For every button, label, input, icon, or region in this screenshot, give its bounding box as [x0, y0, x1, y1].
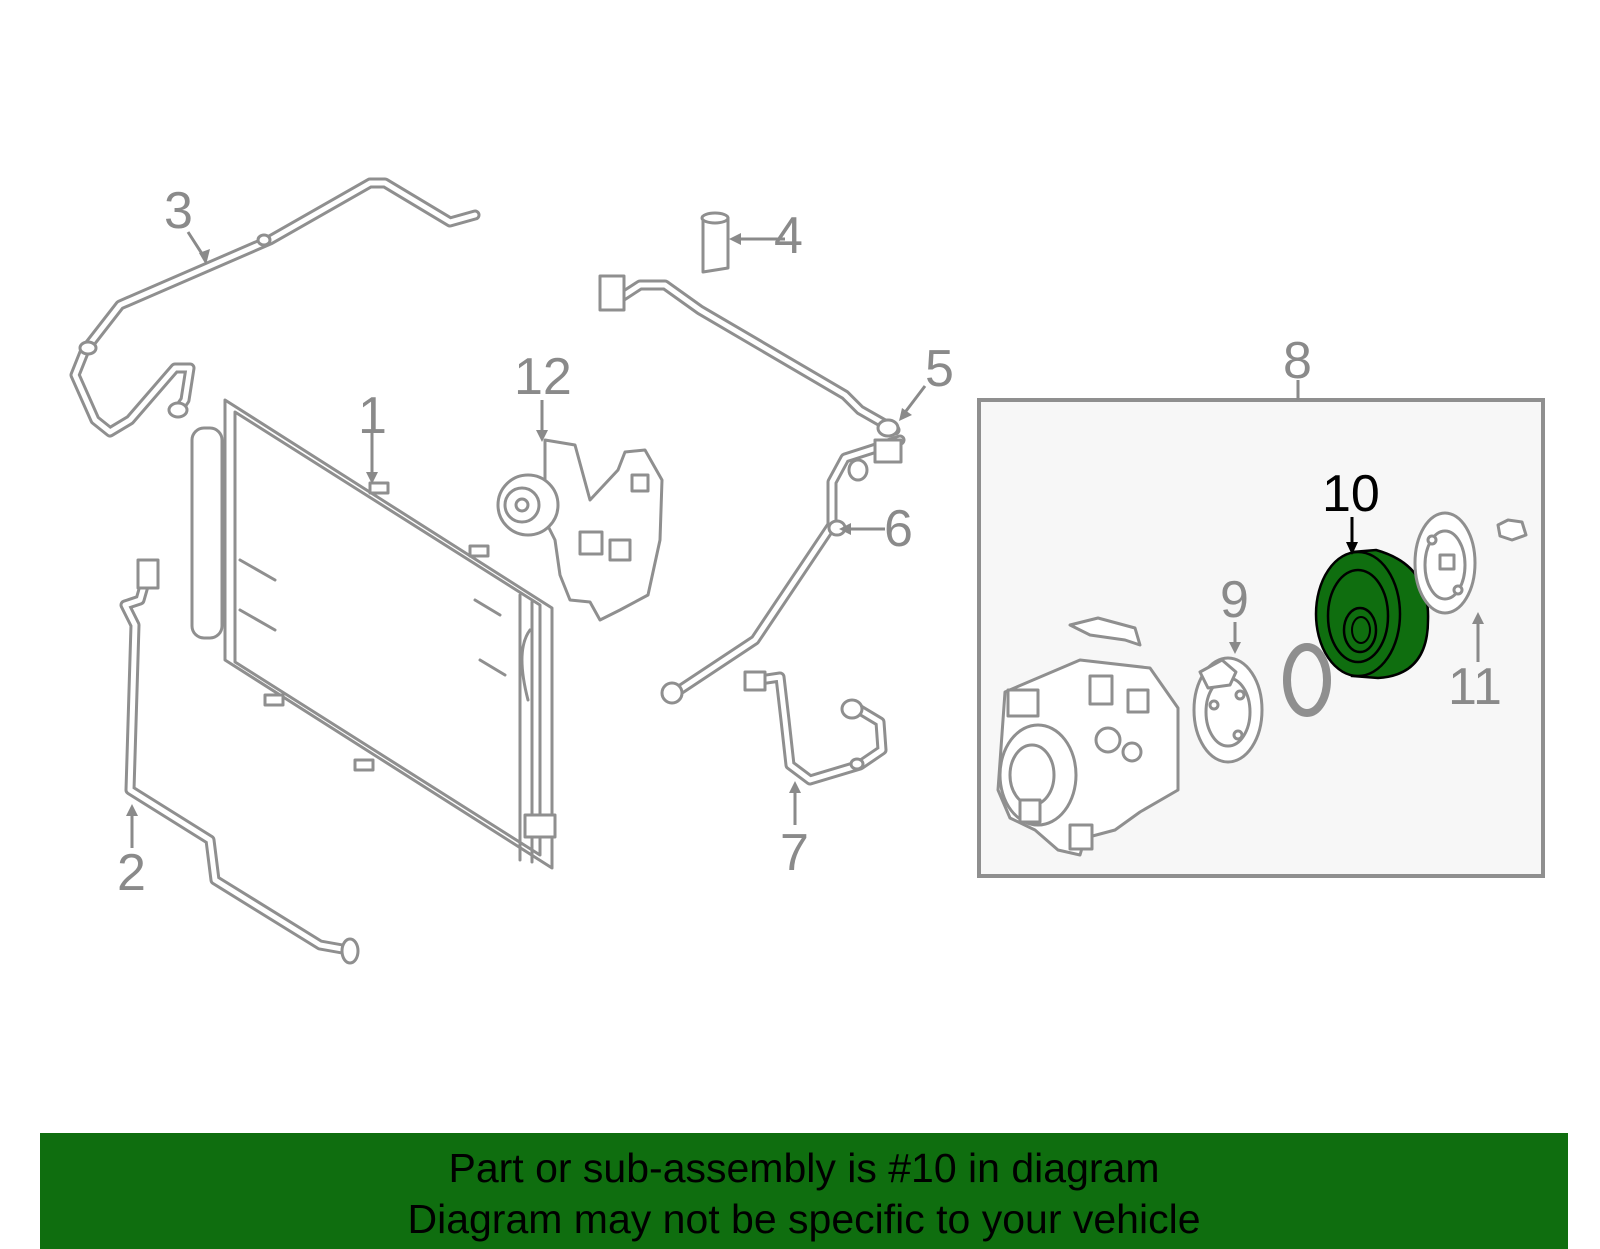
part-2-pipe[interactable] [119, 558, 360, 965]
part-5-pipe[interactable] [598, 274, 901, 438]
banner-line-part: Part or sub-assembly is #10 in diagram [448, 1145, 1160, 1191]
callout-5[interactable]: 5 [925, 340, 954, 398]
callout-2[interactable]: 2 [117, 844, 146, 902]
callout-1[interactable]: 1 [358, 387, 387, 445]
compressor-body[interactable] [996, 616, 1180, 857]
callout-12[interactable]: 12 [514, 348, 572, 406]
callout-8[interactable]: 8 [1283, 332, 1312, 390]
callout-6[interactable]: 6 [884, 500, 913, 558]
leader-arrows [126, 231, 1484, 848]
info-banner: Part or sub-assembly is #10 in diagram D… [40, 1133, 1568, 1249]
callout-11[interactable]: 11 [1448, 658, 1502, 716]
callout-7[interactable]: 7 [780, 824, 809, 882]
part-3-pipe[interactable] [69, 177, 481, 438]
snap-ring[interactable] [1283, 643, 1331, 717]
part-1-condenser[interactable] [190, 398, 557, 870]
part-4-drier[interactable] [700, 211, 730, 274]
part-12-bracket[interactable] [496, 438, 664, 622]
part-9-coil[interactable] [1192, 656, 1264, 764]
part-7-hose[interactable] [743, 670, 888, 786]
part-6-pipe[interactable] [660, 434, 906, 705]
callout-4[interactable]: 4 [774, 207, 803, 265]
callout-3[interactable]: 3 [164, 182, 193, 240]
part-10-pulley-highlighted[interactable] [1314, 548, 1430, 680]
callout-10-highlighted[interactable]: 10 [1322, 465, 1380, 523]
callout-9[interactable]: 9 [1220, 571, 1249, 629]
banner-line-disclaimer: Diagram may not be specific to your vehi… [407, 1196, 1201, 1242]
part-11-hub[interactable] [1413, 511, 1528, 615]
